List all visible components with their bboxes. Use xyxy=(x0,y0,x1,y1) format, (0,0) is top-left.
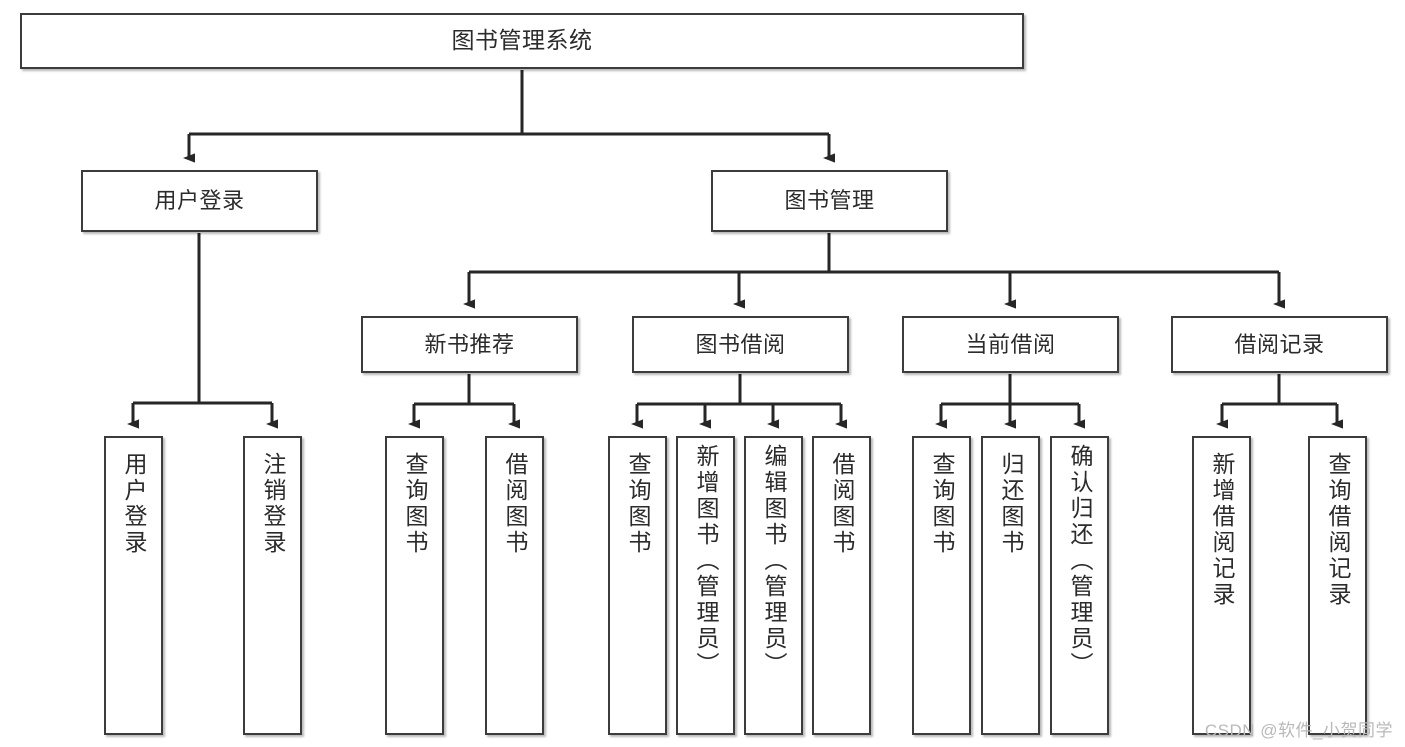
leaf-confirm-return-label: 确认归还（管理员） xyxy=(1067,444,1093,678)
leaf-query-book-3[interactable]: 查询图书 xyxy=(912,436,971,735)
leaf-user-login-label: 用户登录 xyxy=(121,452,147,556)
leaf-borrow-book-2[interactable]: 借阅图书 xyxy=(812,436,871,735)
leaf-add-record-label: 新增借阅记录 xyxy=(1209,452,1235,608)
leaf-user-login[interactable]: 用户登录 xyxy=(104,436,163,735)
leaf-query-record[interactable]: 查询借阅记录 xyxy=(1308,436,1367,735)
leaf-add-book[interactable]: 新增图书（管理员） xyxy=(676,436,735,735)
node-new-book-rec[interactable]: 新书推荐 xyxy=(361,316,578,373)
node-book-borrow-label: 图书借阅 xyxy=(695,331,786,357)
node-borrow-record-label: 借阅记录 xyxy=(1234,331,1325,357)
node-user-login[interactable]: 用户登录 xyxy=(81,170,318,232)
leaf-borrow-book-1-label: 借阅图书 xyxy=(502,452,528,556)
node-book-borrow[interactable]: 图书借阅 xyxy=(632,316,849,373)
leaf-edit-book-label: 编辑图书（管理员） xyxy=(761,444,787,678)
leaf-edit-book[interactable]: 编辑图书（管理员） xyxy=(744,436,803,735)
node-root-label: 图书管理系统 xyxy=(451,27,593,54)
leaf-query-book-1-label: 查询图书 xyxy=(402,452,428,556)
leaf-user-logout[interactable]: 注销登录 xyxy=(243,436,302,735)
node-book-manage-label: 图书管理 xyxy=(784,188,875,214)
csdn-watermark: CSDN @软件_小贺同学 xyxy=(1204,721,1393,740)
node-user-login-label: 用户登录 xyxy=(154,188,245,214)
node-book-manage[interactable]: 图书管理 xyxy=(711,170,948,232)
node-borrow-record[interactable]: 借阅记录 xyxy=(1171,316,1388,373)
leaf-add-book-label: 新增图书（管理员） xyxy=(693,444,719,678)
node-current-borrow[interactable]: 当前借阅 xyxy=(902,316,1119,373)
leaf-query-book-2-label: 查询图书 xyxy=(625,452,651,556)
leaf-borrow-book-1[interactable]: 借阅图书 xyxy=(485,436,544,735)
leaf-confirm-return[interactable]: 确认归还（管理员） xyxy=(1050,436,1109,735)
node-root[interactable]: 图书管理系统 xyxy=(20,13,1024,69)
leaf-query-book-3-label: 查询图书 xyxy=(929,452,955,556)
leaf-return-book[interactable]: 归还图书 xyxy=(981,436,1040,735)
leaf-return-book-label: 归还图书 xyxy=(998,452,1024,556)
node-current-borrow-label: 当前借阅 xyxy=(965,331,1056,357)
leaf-add-record[interactable]: 新增借阅记录 xyxy=(1192,436,1251,735)
leaf-borrow-book-2-label: 借阅图书 xyxy=(829,452,855,556)
leaf-query-book-1[interactable]: 查询图书 xyxy=(385,436,444,735)
leaf-query-book-2[interactable]: 查询图书 xyxy=(608,436,667,735)
leaf-user-logout-label: 注销登录 xyxy=(260,452,286,556)
leaf-query-record-label: 查询借阅记录 xyxy=(1325,452,1351,608)
node-new-book-rec-label: 新书推荐 xyxy=(424,331,515,357)
